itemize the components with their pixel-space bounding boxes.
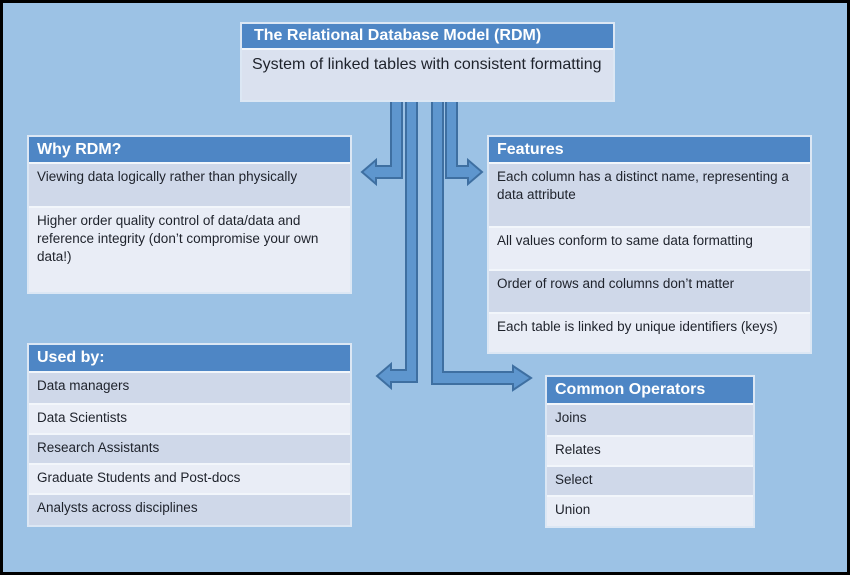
arrow-to-why-rdm: [360, 97, 403, 187]
why-rdm-box: Why RDM? Viewing data logically rather t…: [27, 135, 352, 294]
table-row: Analysts across disciplines: [29, 493, 350, 525]
table-row: Joins: [547, 405, 753, 435]
table-row: Each table is linked by unique identifie…: [489, 312, 810, 352]
table-row: Each column has a distinct name, represe…: [489, 164, 810, 226]
title-box-header: The Relational Database Model (RDM): [242, 24, 613, 50]
table-row: Research Assistants: [29, 433, 350, 463]
arrow-to-features: [445, 97, 484, 187]
title-box-subtitle: System of linked tables with consistent …: [242, 50, 613, 100]
used-by-header: Used by:: [29, 345, 350, 373]
table-row: Graduate Students and Post-docs: [29, 463, 350, 493]
table-row: Order of rows and columns don’t matter: [489, 269, 810, 312]
common-operators-box: Common Operators Joins Relates Select Un…: [545, 375, 755, 528]
table-row: Relates: [547, 435, 753, 465]
table-row: Select: [547, 465, 753, 495]
table-row: Union: [547, 495, 753, 526]
features-box: Features Each column has a distinct name…: [487, 135, 812, 354]
common-operators-header: Common Operators: [547, 377, 753, 405]
table-row: Viewing data logically rather than physi…: [29, 164, 350, 206]
why-rdm-header: Why RDM?: [29, 137, 350, 164]
title-box: The Relational Database Model (RDM) Syst…: [240, 22, 615, 102]
table-row: All values conform to same data formatti…: [489, 226, 810, 269]
features-header: Features: [489, 137, 810, 164]
used-by-box: Used by: Data managers Data Scientists R…: [27, 343, 352, 527]
table-row: Data managers: [29, 373, 350, 403]
table-row: Data Scientists: [29, 403, 350, 433]
table-row: Higher order quality control of data/dat…: [29, 206, 350, 292]
